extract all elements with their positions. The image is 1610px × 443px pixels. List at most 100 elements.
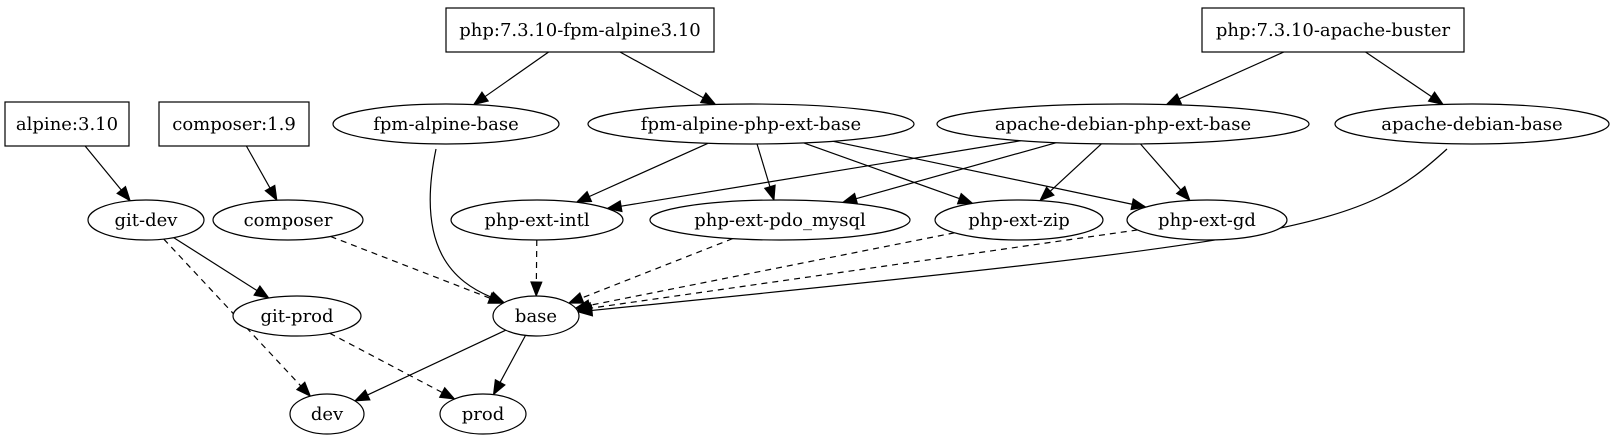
node-base: base [492, 295, 580, 337]
edge-git-prod-to-prod [329, 332, 443, 394]
edge-apache-debian-php-ext-base-to-php-ext-pdo-mysql [855, 142, 1057, 200]
edge-composer-to-base [330, 235, 491, 299]
node-label: php-ext-zip [968, 210, 1070, 231]
edge-apache-debian-php-ext-base-to-php-ext-gd [1139, 143, 1182, 191]
edge-git-dev-to-git-prod [173, 237, 258, 292]
edges-layer [84, 51, 1448, 402]
node-composer19: composer:1.9 [158, 101, 310, 147]
edge-php-ext-zip-to-base [589, 232, 955, 307]
node-box [4, 101, 130, 147]
edge-php-ext-pdo-mysql-to-base-arrowhead [567, 291, 585, 304]
node-php-fpm: php:7.3.10-fpm-alpine3.10 [445, 7, 715, 53]
edge-fpm-alpine-php-ext-base-to-php-ext-intl-arrowhead [575, 190, 593, 203]
node-ellipse [1334, 103, 1610, 145]
edge-apache-debian-php-ext-base-to-php-ext-zip [1049, 143, 1102, 192]
node-php-apache: php:7.3.10-apache-buster [1201, 7, 1465, 53]
edge-php-ext-intl-to-base-arrowhead [530, 281, 543, 298]
node-label: apache-debian-base [1381, 114, 1562, 135]
node-label: dev [311, 404, 344, 425]
edge-apache-debian-php-ext-base-to-php-ext-zip-arrowhead [1038, 186, 1055, 202]
edge-php-fpm-to-fpm-alpine-php-ext-base-arrowhead [699, 92, 717, 106]
edge-php-fpm-to-fpm-alpine-php-ext-base [619, 51, 704, 99]
node-label: composer:1.9 [172, 114, 296, 135]
edge-php-ext-gd-to-base-arrowhead [575, 301, 593, 315]
node-ellipse [492, 295, 580, 337]
node-ellipse [232, 295, 362, 337]
edge-git-dev-to-dev [163, 238, 302, 387]
edge-php-apache-to-apache-debian-base-arrowhead [1427, 91, 1445, 106]
node-php-ext-intl: php-ext-intl [450, 199, 624, 241]
edge-fpm-alpine-php-ext-base-to-php-ext-pdo-mysql-arrowhead [763, 184, 776, 202]
edge-fpm-alpine-php-ext-base-to-php-ext-gd [832, 140, 1133, 205]
edge-git-dev-to-dev-arrowhead [295, 381, 312, 398]
edge-fpm-alpine-php-ext-base-to-php-ext-pdo-mysql [756, 143, 771, 187]
node-label: alpine:3.10 [16, 114, 118, 135]
node-ellipse [936, 103, 1310, 145]
edge-base-to-dev-arrowhead [353, 389, 371, 402]
node-label: fpm-alpine-php-ext-base [641, 114, 861, 135]
node-ellipse [587, 103, 915, 145]
node-label: php:7.3.10-fpm-alpine3.10 [459, 20, 700, 41]
node-label: fpm-alpine-base [373, 114, 519, 135]
edge-composer19-to-composer [245, 145, 271, 189]
node-label: php:7.3.10-apache-buster [1216, 20, 1451, 41]
edge-base-to-prod-arrowhead [492, 378, 506, 396]
node-label: php-ext-gd [1158, 210, 1256, 231]
edge-fpm-alpine-php-ext-base-to-php-ext-zip-arrowhead [956, 192, 974, 205]
edge-base-to-dev [367, 329, 506, 396]
node-ellipse [439, 393, 527, 435]
node-ellipse [212, 199, 364, 241]
node-box [445, 7, 715, 53]
edge-php-fpm-to-fpm-alpine-base [484, 51, 549, 98]
node-label: base [515, 306, 557, 327]
node-label: php-ext-pdo_mysql [694, 210, 866, 231]
nodes-layer: php:7.3.10-fpm-alpine3.10 php:7.3.10-apac… [4, 7, 1610, 435]
node-ellipse [87, 199, 205, 241]
node-dev: dev [289, 393, 365, 435]
node-label: composer [244, 210, 333, 231]
edge-php-apache-to-apache-debian-php-ext-base [1178, 51, 1285, 100]
edge-apache-debian-php-ext-base-to-php-ext-gd-arrowhead [1175, 185, 1191, 202]
node-box [158, 101, 310, 147]
edge-composer19-to-composer-arrowhead [264, 184, 278, 202]
edge-php-apache-to-apache-debian-php-ext-base-arrowhead [1165, 92, 1183, 106]
edge-php-fpm-to-fpm-alpine-base-arrowhead [472, 91, 490, 106]
node-alpine: alpine:3.10 [4, 101, 130, 147]
node-label: git-dev [115, 210, 179, 231]
edge-php-ext-pdo-mysql-to-base [581, 238, 733, 299]
node-ellipse [1126, 199, 1288, 241]
edge-alpine-to-git-dev [84, 145, 122, 191]
node-ellipse [289, 393, 365, 435]
edge-php-ext-gd-to-base [590, 229, 1138, 309]
node-fpm-alpine-base: fpm-alpine-base [332, 103, 560, 145]
node-label: apache-debian-php-ext-base [995, 114, 1251, 135]
node-php-ext-zip: php-ext-zip [934, 199, 1104, 241]
edge-git-dev-to-git-prod-arrowhead [253, 285, 270, 299]
node-apache-debian-php-ext-base: apache-debian-php-ext-base [936, 103, 1310, 145]
node-fpm-alpine-php-ext-base: fpm-alpine-php-ext-base [587, 103, 915, 145]
edge-fpm-alpine-php-ext-base-to-php-ext-intl [589, 142, 709, 198]
edge-base-to-prod [499, 335, 527, 383]
edge-fpm-alpine-base-to-base [429, 148, 492, 298]
edge-php-apache-to-apache-debian-base [1365, 51, 1432, 98]
node-label: prod [462, 404, 505, 425]
node-apache-debian-base: apache-debian-base [1334, 103, 1610, 145]
node-ellipse [332, 103, 560, 145]
node-composer: composer [212, 199, 364, 241]
node-prod: prod [439, 393, 527, 435]
edge-git-prod-to-prod-arrowhead [438, 386, 456, 400]
node-php-ext-pdo-mysql: php-ext-pdo_mysql [649, 199, 911, 241]
node-git-prod: git-prod [232, 295, 362, 337]
edge-apache-debian-php-ext-base-to-php-ext-intl [621, 140, 1022, 207]
node-ellipse [934, 199, 1104, 241]
node-box [1201, 7, 1465, 53]
node-label: git-prod [260, 306, 333, 327]
edge-alpine-to-git-dev-arrowhead [116, 185, 132, 202]
edge-apache-debian-php-ext-base-to-php-ext-intl-arrowhead [605, 199, 623, 213]
edge-fpm-alpine-php-ext-base-to-php-ext-zip [803, 142, 960, 200]
node-ellipse [649, 199, 911, 241]
edge-fpm-alpine-php-ext-base-to-php-ext-gd-arrowhead [1130, 198, 1148, 211]
node-label: php-ext-intl [484, 210, 589, 231]
node-git-dev: git-dev [87, 199, 205, 241]
